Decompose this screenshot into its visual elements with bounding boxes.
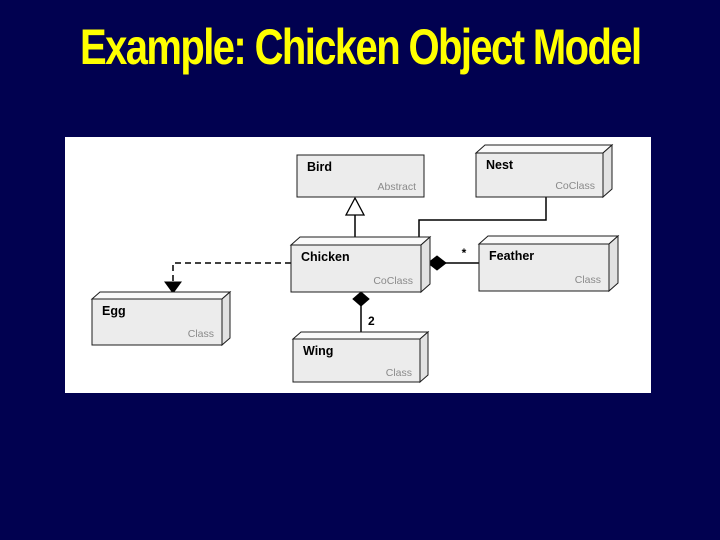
class-box-wing: Wing Class — [291, 330, 430, 384]
class-name-wing: Wing — [303, 344, 333, 358]
class-box-side-face — [420, 235, 431, 294]
class-name-feather: Feather — [489, 249, 534, 263]
class-box-nest: Nest CoClass — [474, 143, 614, 199]
class-box-top-face — [477, 235, 620, 245]
composition-chicken-to-feather: * — [421, 246, 479, 271]
stereotype-label-bird: Abstract — [377, 181, 416, 193]
class-box-face — [478, 243, 610, 292]
stereotype-label-feather: Class — [575, 274, 601, 286]
class-box-face — [475, 152, 604, 198]
composition-chicken-to-wing: 2 — [352, 291, 375, 333]
stereotype-label-egg: Class — [188, 328, 214, 340]
class-box-face — [296, 154, 425, 198]
stereotype-label-chicken: CoClass — [373, 275, 413, 287]
dependency-dashed-line — [172, 262, 291, 283]
multiplicity-label-feather: * — [462, 246, 467, 260]
class-box-face — [290, 244, 422, 293]
generalization-triangle-icon — [344, 196, 366, 216]
class-box-top-face — [291, 331, 430, 340]
multiplicity-label-wing: 2 — [368, 314, 375, 328]
slide-title-container: Example: Chicken Object Model — [0, 22, 720, 72]
class-box-chicken: Chicken CoClass — [289, 235, 432, 294]
stereotype-label-wing: Class — [386, 367, 412, 379]
class-box-side-face — [608, 234, 619, 293]
class-box-face — [91, 298, 223, 346]
class-name-chicken: Chicken — [301, 250, 350, 264]
dependency-arrow-icon — [164, 281, 182, 294]
class-box-side-face — [221, 290, 231, 347]
dependency-chicken-to-egg — [164, 262, 291, 294]
class-name-nest: Nest — [486, 158, 514, 172]
class-box-face — [292, 338, 421, 383]
class-box-side-face — [419, 330, 429, 384]
class-box-feather: Feather Class — [477, 234, 620, 293]
composition-diamond-icon — [427, 255, 447, 271]
uml-diagram: * 2 Bird Abstract — [90, 143, 620, 384]
class-box-bird: Bird Abstract — [296, 154, 425, 198]
class-box-egg: Egg Class — [90, 290, 232, 347]
class-box-top-face — [289, 236, 432, 246]
class-name-bird: Bird — [307, 160, 332, 174]
composition-diamond-icon — [352, 291, 370, 307]
class-box-side-face — [602, 143, 613, 199]
diagram-panel: * 2 Bird Abstract — [65, 137, 651, 393]
association-nest-to-chicken — [418, 197, 547, 239]
class-name-egg: Egg — [102, 304, 126, 318]
class-box-top-face — [474, 144, 614, 154]
generalization-chicken-to-bird — [344, 196, 366, 239]
slide-title: Example: Chicken Object Model — [79, 19, 642, 75]
stereotype-label-nest: CoClass — [555, 180, 595, 192]
class-box-top-face — [90, 291, 232, 300]
